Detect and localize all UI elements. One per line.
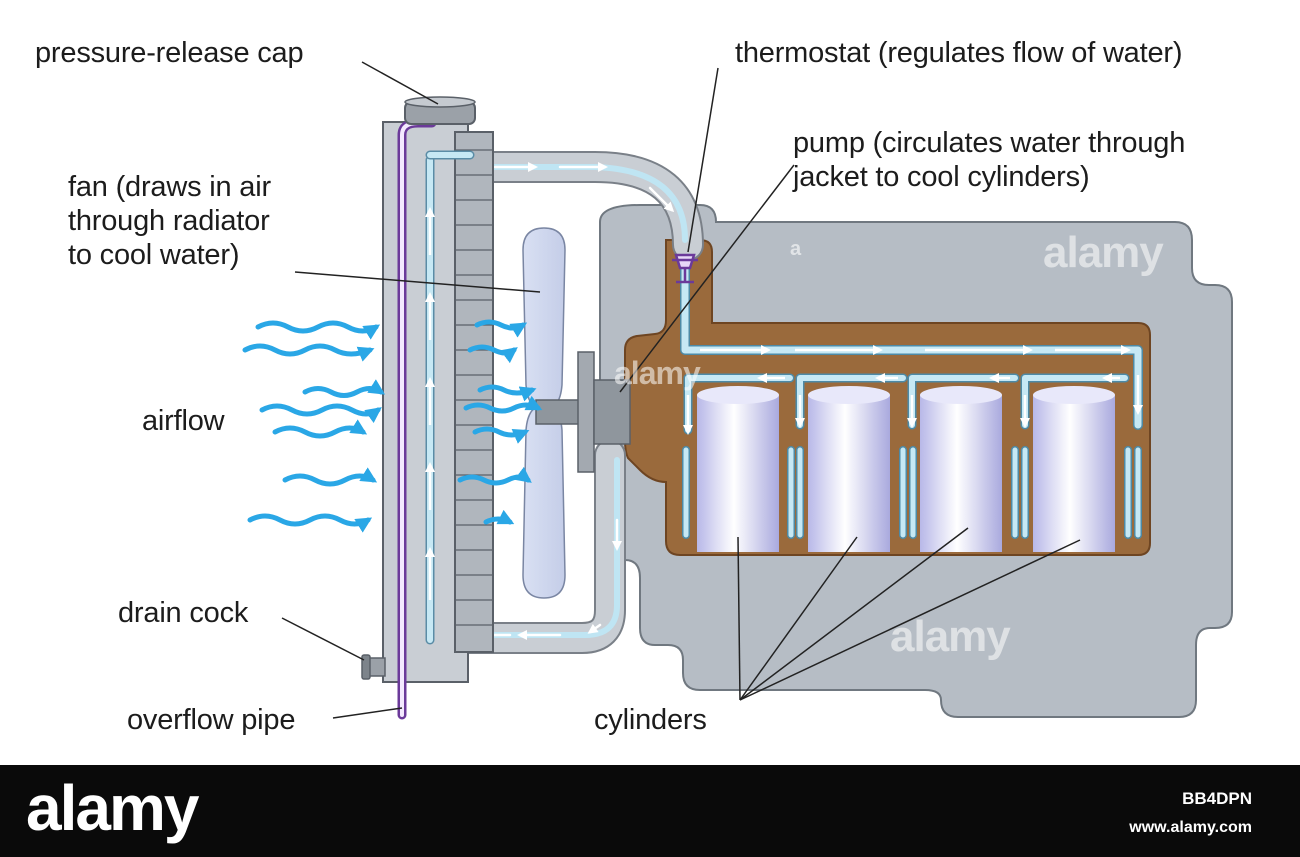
leader-cylinder-1 <box>737 536 741 701</box>
label-cylinders: cylinders <box>594 704 707 736</box>
drain-cock <box>361 654 386 680</box>
label-pressure-release-cap: pressure-release cap <box>35 37 304 69</box>
watermark: alamy <box>614 355 701 391</box>
leader-lines <box>281 61 1081 719</box>
footer-bar: alamy BB4DPN www.alamy.com <box>0 765 1300 857</box>
cylinder-1 <box>697 386 779 552</box>
label-fan-line: fan (draws in air <box>68 171 271 203</box>
image-id: BB4DPN <box>1182 789 1252 808</box>
leader-cylinder-3 <box>739 527 969 701</box>
upper-hose <box>454 151 704 261</box>
leader-fan <box>294 271 541 293</box>
label-fan-line: through radiator <box>68 205 270 237</box>
label-pump: pump (circulates water through jacket to… <box>793 126 1185 194</box>
label-airflow: airflow <box>142 405 225 437</box>
watermark: alamy <box>890 612 1011 661</box>
radiator-fins <box>456 149 492 626</box>
label-thermostat: thermostat (regulates flow of water) <box>735 37 1183 69</box>
site-url: www.alamy.com <box>1129 819 1252 836</box>
lower-hose <box>449 439 626 654</box>
leader-pressure-release-cap <box>361 61 439 105</box>
alamy-logo: alamy <box>26 772 199 844</box>
label-drain-cock: drain cock <box>118 597 249 629</box>
leader-cylinder-2 <box>739 536 858 701</box>
leader-drain-cock <box>281 617 365 661</box>
thermostat <box>672 253 698 284</box>
pressure-release-cap <box>404 96 476 125</box>
leader-pump <box>619 164 795 393</box>
watermark-letter: a <box>1203 630 1215 652</box>
cylinder-3 <box>920 386 1002 552</box>
label-pump-line: pump (circulates water through <box>793 127 1186 159</box>
leader-cylinder-4 <box>739 539 1081 701</box>
label-fan: fan (draws in air through radiator to co… <box>68 170 271 272</box>
watermark-letter: a <box>790 238 802 260</box>
label-pump-line: jacket to cool cylinders) <box>793 161 1090 193</box>
label-fan-line: to cool water) <box>68 239 240 271</box>
watermark: alamy <box>1043 228 1164 277</box>
cylinder-4 <box>1033 386 1115 552</box>
leader-thermostat <box>687 67 719 253</box>
cooling-system-diagram <box>242 61 1233 720</box>
radiator <box>382 121 494 683</box>
label-overflow-pipe: overflow pipe <box>127 704 296 736</box>
cylinder-2 <box>808 386 890 552</box>
jacket-flow-arrows <box>683 345 1143 435</box>
airflow-arrows <box>242 319 543 533</box>
leader-overflow-pipe <box>332 707 403 719</box>
fan <box>522 227 631 599</box>
